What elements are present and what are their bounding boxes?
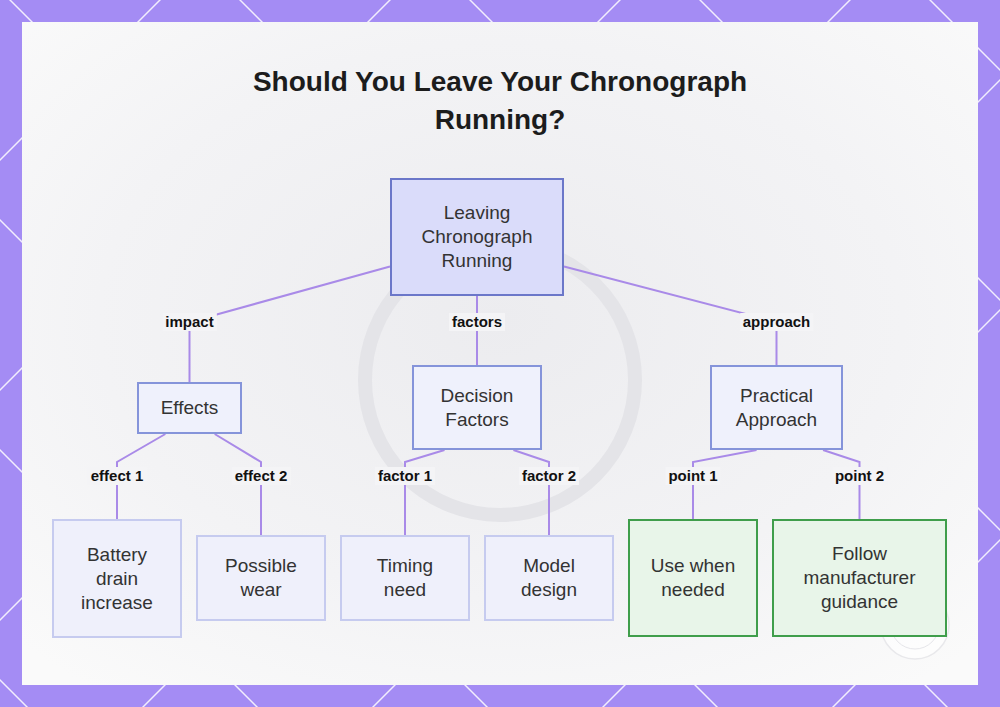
edge-label: approach	[740, 313, 814, 331]
connector-line	[513, 450, 549, 535]
panel	[22, 22, 978, 685]
category-box: Practical Approach	[710, 365, 843, 450]
node-text: Timing need	[356, 554, 454, 602]
connector-line	[190, 267, 391, 383]
category-box: Effects	[137, 382, 242, 434]
edge-label: impact	[162, 313, 216, 331]
root-box: Leaving Chronograph Running	[390, 178, 564, 296]
edge-label: effect 2	[232, 467, 291, 485]
edge-label: factor 1	[375, 467, 435, 485]
edge-label: point 2	[832, 467, 887, 485]
detail-box: Battery drain increase	[52, 519, 182, 638]
node-text: Model design	[500, 554, 598, 602]
node-text: Effects	[161, 396, 219, 420]
node-text: Possible wear	[212, 554, 310, 602]
node-text: Follow manufacturer guidance	[788, 542, 931, 614]
node-text: Practical Approach	[726, 384, 827, 432]
category-box: Decision Factors	[412, 365, 542, 450]
node-text: Decision Factors	[428, 384, 526, 432]
connector-line	[405, 450, 445, 535]
node-text: Battery drain increase	[68, 543, 166, 615]
detail-box: Model design	[484, 535, 614, 621]
diagram-title: Should You Leave Your Chronograph Runnin…	[220, 63, 780, 139]
detail-box: Possible wear	[196, 535, 326, 621]
edge-label: factor 2	[519, 467, 579, 485]
edge-label: point 1	[665, 467, 720, 485]
detail-box: Follow manufacturer guidance	[772, 519, 947, 637]
detail-box: Use when needed	[628, 519, 758, 637]
detail-box: Timing need	[340, 535, 470, 621]
edge-label: effect 1	[88, 467, 147, 485]
node-text: Use when needed	[644, 554, 742, 602]
edge-label: factors	[449, 313, 505, 331]
node-text: Leaving Chronograph Running	[406, 201, 548, 273]
